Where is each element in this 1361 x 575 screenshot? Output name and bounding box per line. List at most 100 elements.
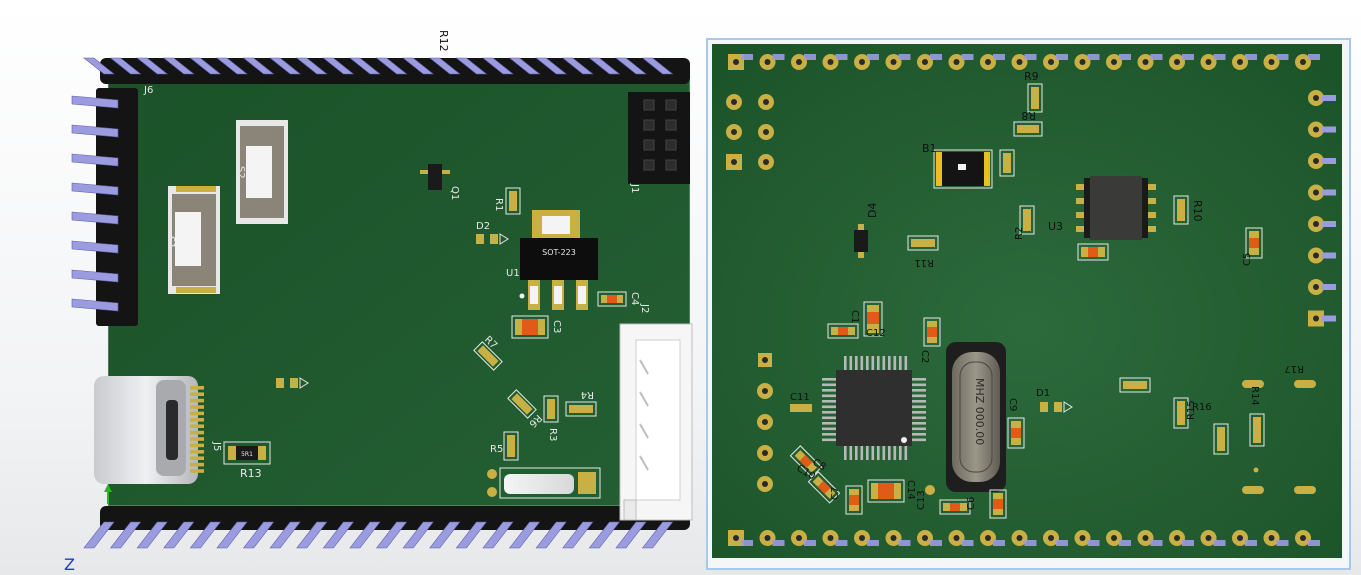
qfp-pin: [912, 411, 926, 414]
header-pin: [71, 240, 119, 254]
r2-resistor: [1019, 205, 1035, 235]
bottom-pin-header: [83, 506, 690, 549]
header-pin: [189, 57, 222, 75]
pad-hole: [1237, 59, 1243, 65]
c7-capacitor: [845, 485, 863, 515]
header-pin: [71, 269, 119, 283]
pin-stub: [1322, 126, 1336, 133]
pad-hole: [1205, 535, 1212, 541]
label-c5: C5: [1242, 253, 1253, 266]
header-pin: [402, 57, 435, 75]
qfp-pin: [893, 446, 897, 460]
pin-stub: [741, 54, 753, 60]
label-c13: C13: [916, 490, 927, 510]
qfp-pin: [912, 422, 926, 425]
label-s2: S2: [235, 166, 246, 179]
top-view-canvas[interactable]: MHZ 000.00: [708, 40, 1349, 568]
pad-hole: [1313, 189, 1319, 196]
pad-hole: [762, 357, 768, 363]
crystal-marking: MHZ 000.00: [973, 378, 986, 445]
pad-hole: [1313, 158, 1319, 164]
connector-hole: [643, 159, 655, 171]
d1-led: [1040, 401, 1073, 413]
qfp-pin: [912, 400, 926, 403]
qfp-pin: [822, 438, 836, 442]
qfp-pin: [912, 405, 926, 409]
qfp-pin: [822, 422, 836, 425]
header-pin: [402, 521, 434, 549]
pad-hole: [763, 159, 769, 165]
pin-stub: [1024, 54, 1037, 60]
pad-hole: [1142, 535, 1149, 541]
pin-stub: [1119, 54, 1131, 60]
header-pin: [588, 57, 621, 75]
pad-hole: [890, 59, 897, 65]
pin-stub: [835, 54, 848, 60]
qfp-pin: [893, 356, 897, 370]
pad-hole: [1142, 59, 1149, 65]
pad-hole: [1079, 59, 1086, 65]
qfp-pin: [849, 356, 853, 370]
qfp-pin: [860, 446, 864, 460]
pin-stub: [1322, 189, 1336, 196]
label-c14: C14: [905, 480, 916, 500]
header-pin: [71, 211, 119, 225]
qfp-pin: [849, 446, 853, 460]
header-pin: [109, 521, 142, 549]
pad-hole: [1313, 221, 1319, 227]
label-r1: R1: [493, 198, 504, 211]
bottom-pad-row: [728, 530, 1320, 546]
label-c7: C7: [830, 487, 841, 500]
label-r16: R16: [1192, 402, 1212, 413]
qfp-pin: [822, 400, 836, 403]
header-pin: [535, 57, 568, 75]
small-led-mark: [276, 377, 309, 389]
label-r3: R3: [547, 428, 558, 441]
pin-stub: [1322, 284, 1336, 290]
pin-stub: [1245, 54, 1257, 60]
pad-hole: [1205, 59, 1212, 65]
s1-switch: [168, 186, 220, 294]
top-side-3d-view[interactable]: MHZ 000.00: [706, 38, 1351, 570]
label-r9: R9: [1024, 70, 1039, 83]
label-c6: C6: [966, 497, 977, 510]
j1-connector: [628, 92, 690, 184]
header-pin: [641, 57, 674, 75]
pad-hole: [1313, 252, 1319, 259]
usb-pad: [190, 456, 204, 460]
pin-stub: [930, 540, 942, 546]
qfp-pin: [871, 446, 875, 460]
bottom-side-3d-view[interactable]: 5R1 Z R12 J6 S2 S1 Q1 J1 R1 D2 SOT-223 U…: [0, 0, 705, 575]
pin-stub: [1322, 95, 1336, 101]
header-pin: [71, 153, 119, 167]
header-pin: [136, 57, 169, 75]
header-pin: [349, 57, 381, 75]
right-pad-column: [1308, 90, 1336, 327]
header-pin: [429, 521, 461, 549]
header-pin: [588, 521, 621, 549]
label-r11: R11: [914, 257, 934, 268]
pad-hole: [1300, 59, 1306, 65]
pad-hole: [762, 419, 768, 425]
header-pin: [71, 182, 119, 196]
label-r14: R14: [1249, 386, 1260, 406]
qfp-pin: [912, 433, 926, 436]
pin-stub: [867, 540, 879, 546]
label-u1: U1: [506, 268, 520, 279]
header-pin: [71, 298, 119, 312]
usb-pad: [190, 392, 204, 396]
c3-capacitor: [511, 315, 549, 339]
c5-capacitor: [1245, 227, 1263, 259]
pad-hole: [1300, 535, 1306, 541]
connector-hole: [643, 99, 655, 111]
c2-capacitor: [923, 317, 941, 347]
pin-stub: [1119, 540, 1131, 546]
pad-hole: [827, 59, 834, 65]
pin-stub: [1276, 540, 1289, 546]
bottom-view-canvas[interactable]: 5R1 Z R12 J6 S2 S1 Q1 J1 R1 D2 SOT-223 U…: [0, 0, 705, 575]
pin-stub: [867, 54, 879, 60]
pin-stub: [1213, 540, 1226, 546]
mcu-qfp-ic: [822, 356, 926, 460]
b1-component: [933, 149, 993, 189]
